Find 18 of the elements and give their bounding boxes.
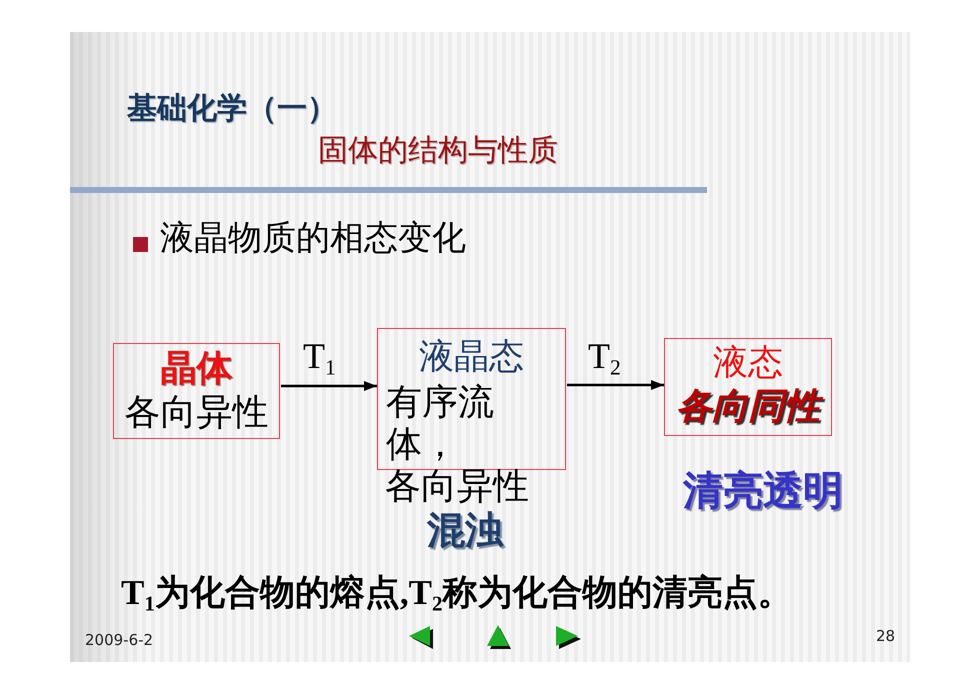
edge-label: T$_{1}$ — [303, 336, 336, 378]
page-number: 28 — [876, 628, 896, 646]
state-name: 液晶态 — [419, 337, 524, 378]
property-text: 各向异性 — [124, 392, 268, 434]
note-sentence: T$_{1}$为化合物的熔点,T$_{2}$称为化合物的清亮点。 — [121, 573, 792, 614]
state-name: 晶体 — [160, 348, 232, 390]
date-text: 2009-6-2 — [85, 632, 154, 650]
slide-subtitle: 固体的结构与性质 — [318, 134, 558, 168]
arrow — [567, 380, 664, 390]
arrow — [281, 381, 377, 391]
property-text: 有序流体， — [386, 381, 495, 465]
state-name: 液态 — [713, 343, 783, 384]
appearance-text: 清亮透明 — [683, 468, 843, 514]
bullet-heading: 液晶物质的相态变化 — [160, 219, 466, 258]
property-text: 各向异性 — [385, 466, 529, 508]
slide-title: 基础化学（一） — [127, 92, 337, 126]
appearance-text: 混浊 — [427, 510, 503, 554]
edge-label: T$_{2}$ — [588, 336, 621, 378]
